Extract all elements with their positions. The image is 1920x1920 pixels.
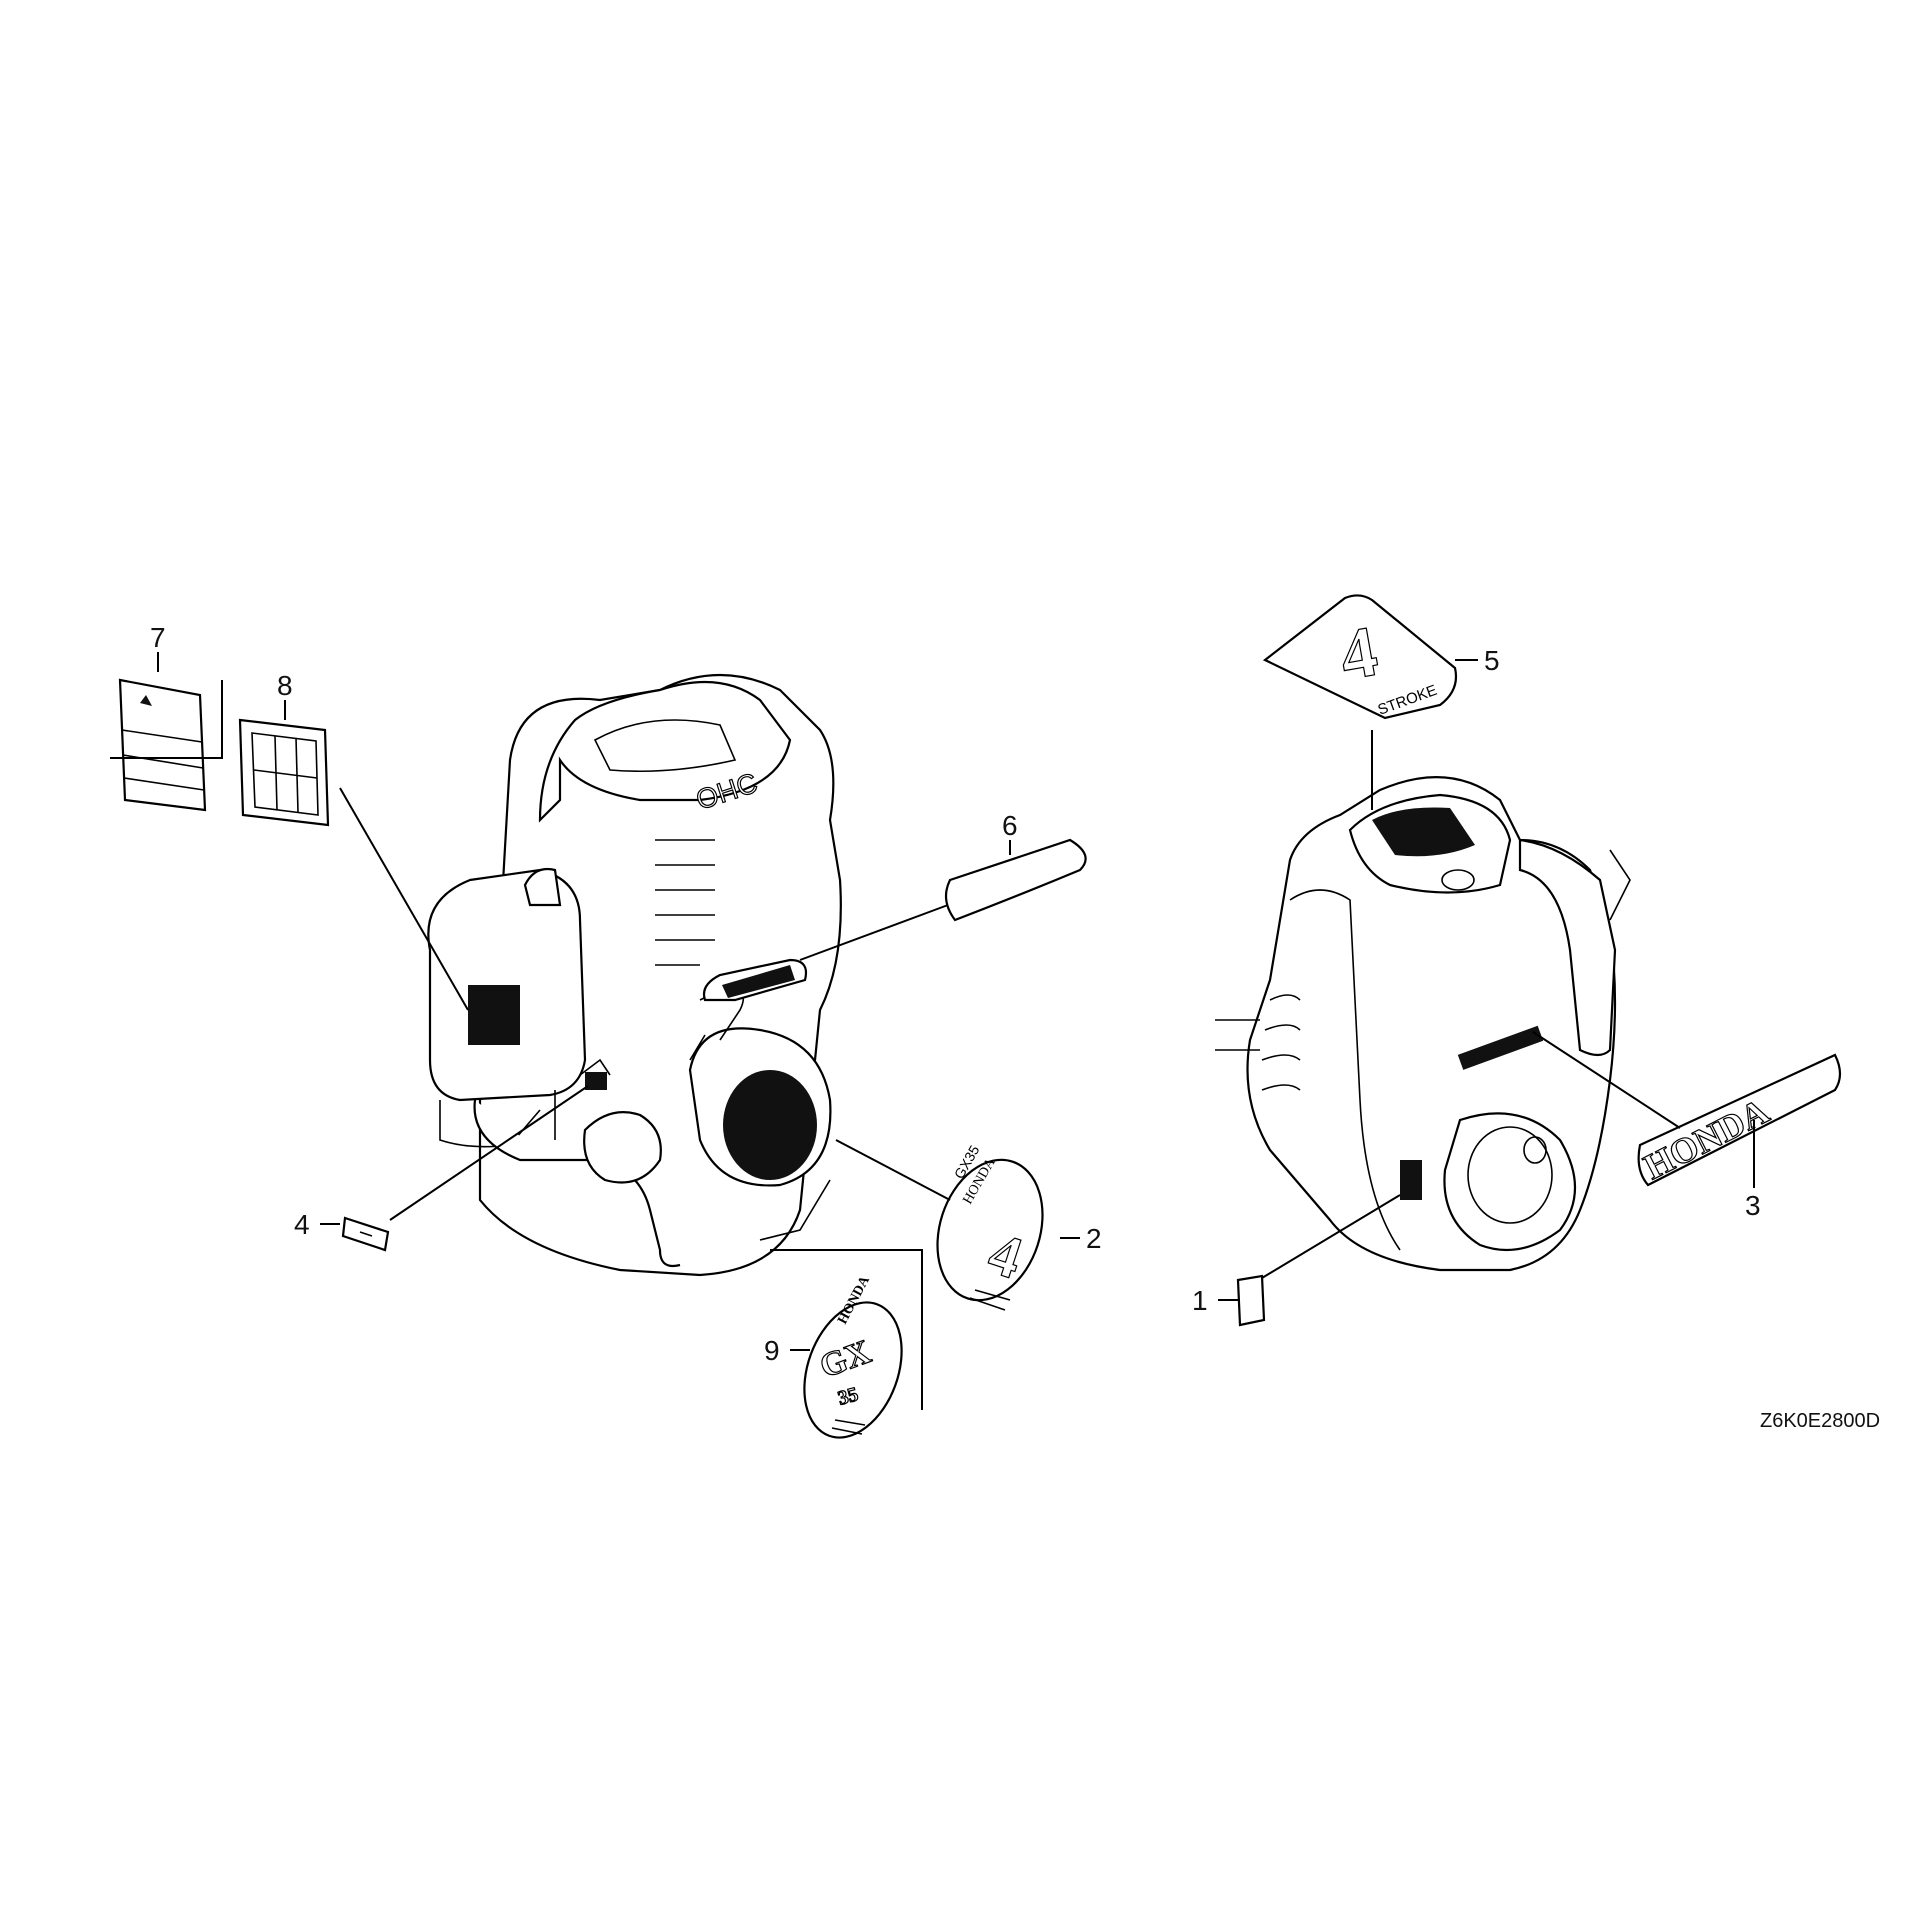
part-9-badge: HONDA GX 35 — [770, 1249, 923, 1439]
callout-numbers: 7 8 6 5 4 2 3 9 1 — [150, 622, 1761, 1366]
callout-2: 2 — [1086, 1223, 1102, 1254]
engine-right-view — [1215, 776, 1631, 1272]
callout-1: 1 — [1192, 1285, 1208, 1316]
part-4-small-label — [341, 1216, 390, 1252]
part-8-grid-label — [238, 718, 330, 827]
decal-area-5 — [1372, 807, 1475, 857]
decal-area-3 — [1457, 1025, 1544, 1070]
callout-4: 4 — [294, 1209, 310, 1240]
decal-area-8 — [468, 985, 520, 1045]
part-5-stroke-decal: 4 STROKE — [1262, 594, 1458, 720]
callout-6: 6 — [1002, 810, 1018, 841]
diagram-code: Z6K0E2800D — [1760, 1410, 1880, 1432]
engine-left-view: OHC — [427, 673, 842, 1277]
part-2-emblem: GX35 HONDA 4 — [936, 1142, 1044, 1311]
part-6-tube-strip — [944, 838, 1087, 922]
callout-8: 8 — [277, 670, 293, 701]
decal-area-4 — [585, 1072, 607, 1090]
part-7-caution-label — [110, 678, 223, 812]
callout-9: 9 — [764, 1335, 780, 1366]
part-1-small-label — [1236, 1274, 1266, 1327]
leader-lines — [157, 652, 1755, 1351]
decal-area-2 — [723, 1070, 817, 1180]
callout-7: 7 — [150, 622, 166, 653]
callout-5: 5 — [1484, 645, 1500, 676]
callout-3: 3 — [1745, 1190, 1761, 1221]
decal-area-1 — [1400, 1160, 1422, 1200]
